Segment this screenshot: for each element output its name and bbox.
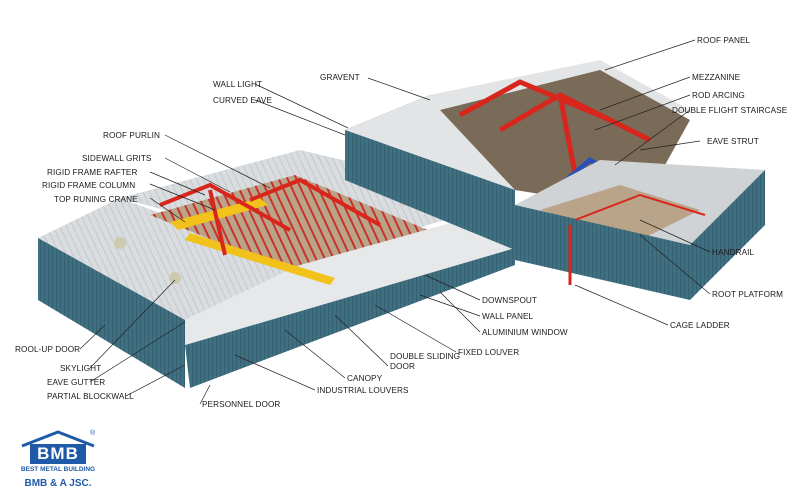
label-double-flight-staircase: DOUBLE FLIGHT STAIRCASE	[672, 106, 788, 115]
skylight-dome	[114, 237, 126, 249]
label-double-sliding-door-line1: DOUBLE SLIDING	[390, 352, 461, 361]
left-roof-panel	[38, 198, 300, 320]
front-wall-panel	[185, 248, 515, 388]
rigid-frame-rafter-2	[249, 177, 381, 227]
handrail	[574, 193, 706, 221]
right-side-wall	[690, 170, 765, 300]
logo-mark: BMB	[30, 444, 86, 464]
label-partial-blockwall: PARTIAL BLOCKWALL	[47, 392, 134, 401]
label-fixed-louver: FIXED LOUVER	[458, 348, 520, 357]
label-eave-gutter: EAVE GUTTER	[47, 378, 106, 387]
label-personnel-door: PERSONNEL DOOR	[202, 400, 281, 409]
logo-tagline: BEST METAL BUILDING	[20, 466, 96, 473]
left-end-wall	[38, 238, 185, 388]
company-logo: ® BMB BEST METAL BUILDING BMB & A JSC.	[12, 428, 112, 494]
label-aluminium-window: ALUMINIUM WINDOW	[482, 328, 568, 337]
label-roof-panel: ROOF PANEL	[697, 36, 751, 45]
label-downspout: DOWNSPOUT	[482, 296, 538, 305]
logo-registered-mark: ®	[90, 430, 96, 437]
rigid-frame-column	[208, 189, 227, 256]
label-rod-arcing: ROD ARCING	[692, 91, 745, 100]
rigid-frame-rafter	[159, 182, 291, 232]
label-cage-ladder: CAGE LADDER	[670, 321, 730, 330]
label-rigid-frame-rafter: RIGID FRAME RAFTER	[47, 168, 138, 177]
right-front-wall	[515, 205, 690, 300]
label-canopy: CANOPY	[347, 374, 383, 383]
label-wall-panel: WALL PANEL	[482, 312, 534, 321]
skylight-dome	[169, 272, 181, 284]
label-gravent: GRAVENT	[320, 73, 360, 82]
label-wall-light: WALL LIGHT	[213, 80, 263, 89]
label-rigid-frame-column: RIGID FRAME COLUMN	[42, 181, 136, 190]
label-root-platform: ROOT PLATFORM	[712, 290, 784, 299]
label-industrial-louvers: INDUSTRIAL LOUVERS	[317, 386, 409, 395]
label-eave-strut: EAVE STRUT	[707, 137, 759, 146]
logo-company-name: BMB & A JSC.	[24, 478, 92, 489]
label-double-sliding-door-line2: DOOR	[390, 362, 415, 371]
label-top-running-crane: TOP RUNING CRANE	[54, 195, 138, 204]
logo-roof-icon	[21, 430, 95, 448]
label-skylight: SKYLIGHT	[60, 364, 102, 373]
label-handrail: HANDRAIL	[712, 248, 755, 257]
label-mezzanine: MEZZANINE	[692, 73, 741, 82]
label-roof-purlin: ROOF PURLIN	[103, 131, 161, 140]
label-sidewall-grits: SIDEWALL GRITS	[82, 154, 152, 163]
root-platform-floor	[540, 185, 700, 240]
leader-lines	[79, 39, 711, 405]
label-curved-eave: CURVED EAVE	[213, 96, 273, 105]
front-roof-slope	[185, 205, 515, 345]
label-roll-up-door: ROOL-UP DOOR	[15, 345, 81, 354]
